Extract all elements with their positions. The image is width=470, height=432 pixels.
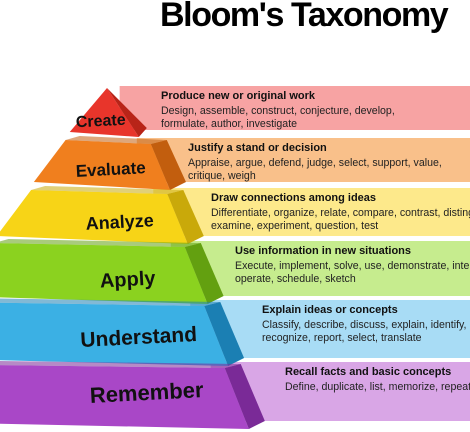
band-description-analyze: Differentiate, organize, relate, compare… — [211, 207, 470, 219]
band-heading-understand: Explain ideas or concepts — [262, 304, 398, 316]
band-description-apply: Execute, implement, solve, use, demonstr… — [235, 260, 470, 272]
band-description-understand: Classify, describe, discuss, explain, id… — [262, 319, 470, 331]
page-title: Bloom's Taxonomy — [160, 0, 449, 34]
level-label-evaluate: Evaluate — [75, 158, 146, 181]
tier-top-evaluate — [65, 136, 167, 144]
band-description-create: formulate, author, investigate — [161, 118, 297, 130]
tier-side-remember — [224, 364, 265, 429]
band-heading-apply: Use information in new situations — [235, 245, 411, 257]
band-evaluate — [136, 138, 470, 182]
tier-face-apply — [0, 243, 208, 304]
band-description-remember: Define, duplicate, list, memorize, repea… — [285, 381, 470, 393]
tier-side-create — [107, 88, 147, 137]
level-label-apply: Apply — [99, 268, 157, 293]
tier-face-remember — [0, 365, 249, 429]
level-label-remember: Remember — [89, 377, 204, 408]
tier-side-evaluate — [150, 140, 186, 190]
band-create — [119, 86, 470, 130]
band-description-analyze: examine, experiment, question, test — [211, 220, 378, 232]
tier-side-apply — [184, 243, 224, 304]
band-description-evaluate: Appraise, argue, defend, judge, select, … — [188, 157, 442, 169]
band-analyze — [153, 188, 470, 236]
band-description-apply: operate, schedule, sketch — [235, 273, 356, 285]
tier-top-understand — [0, 298, 221, 306]
level-label-analyze: Analyze — [85, 210, 154, 234]
band-heading-analyze: Draw connections among ideas — [211, 192, 376, 204]
band-description-create: Design, assemble, construct, conjecture,… — [161, 105, 395, 117]
band-heading-create: Produce new or original work — [161, 90, 316, 102]
band-heading-evaluate: Justify a stand or decision — [188, 142, 327, 154]
tier-top-remember — [0, 360, 241, 368]
level-label-create: Create — [75, 112, 126, 132]
tier-top-apply — [0, 239, 201, 247]
tier-side-understand — [204, 302, 245, 366]
tier-face-understand — [0, 302, 229, 366]
tier-top-analyze — [31, 186, 184, 194]
band-heading-remember: Recall facts and basic concepts — [285, 366, 451, 378]
band-description-understand: recognize, report, select, translate — [262, 332, 422, 344]
tier-side-analyze — [167, 190, 204, 244]
band-description-evaluate: critique, weigh — [188, 170, 256, 182]
tier-face-create — [69, 88, 139, 137]
tier-face-analyze — [0, 190, 188, 244]
tier-face-evaluate — [33, 140, 170, 190]
band-apply — [170, 241, 470, 296]
